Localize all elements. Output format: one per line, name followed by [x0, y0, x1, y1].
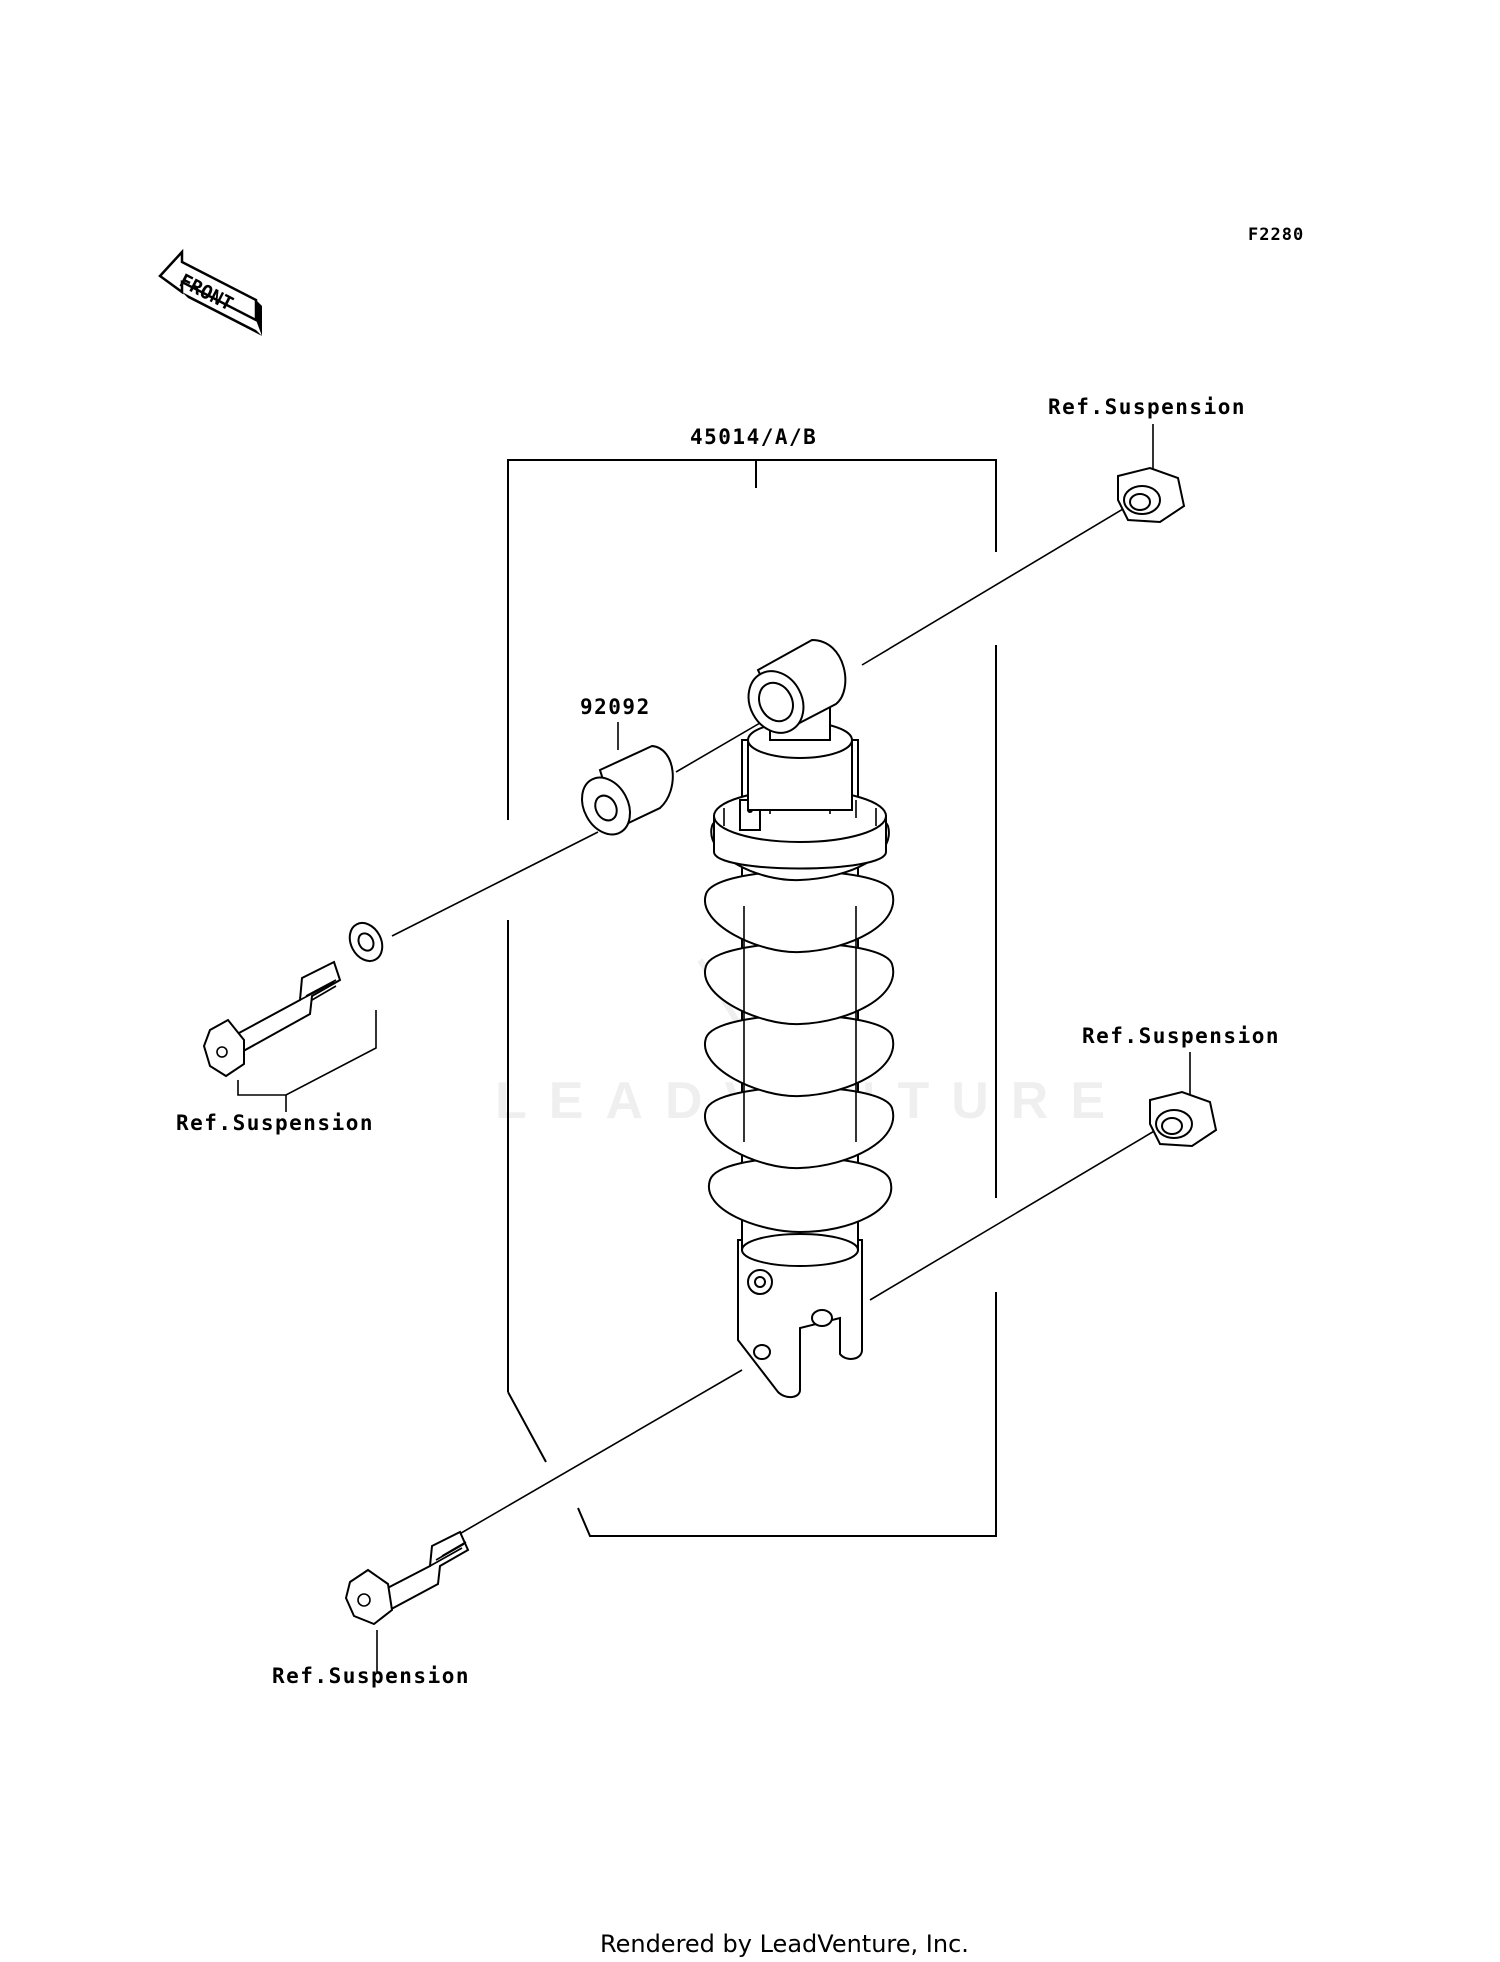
footer-credit: Rendered by LeadVenture, Inc. [600, 1930, 969, 1958]
upper-flange-nut[interactable] [1117, 466, 1186, 524]
bushing-92092[interactable] [572, 744, 674, 843]
callout-ref-suspension-upper-nut[interactable]: Ref.Suspension [1048, 395, 1246, 419]
callout-45014[interactable]: 45014/A/B [690, 425, 817, 449]
washer[interactable] [343, 917, 388, 966]
figure-number: F2280 [1248, 225, 1304, 245]
leader-lines [237, 424, 1191, 1672]
callout-ref-suspension-upper-bolt[interactable]: Ref.Suspension [176, 1111, 374, 1135]
assembly-bracket [507, 459, 997, 1537]
callout-ref-suspension-lower-nut[interactable]: Ref.Suspension [1082, 1024, 1280, 1048]
callout-92092[interactable]: 92092 [580, 695, 651, 719]
callout-ref-suspension-lower-bolt[interactable]: Ref.Suspension [272, 1664, 470, 1688]
upper-bolt[interactable] [202, 960, 342, 1078]
lower-bolt[interactable] [344, 1530, 470, 1626]
lower-flange-nut[interactable] [1149, 1090, 1218, 1148]
front-arrow-icon: FRONT [158, 248, 262, 336]
rear-shock-absorber[interactable] [703, 638, 895, 1398]
